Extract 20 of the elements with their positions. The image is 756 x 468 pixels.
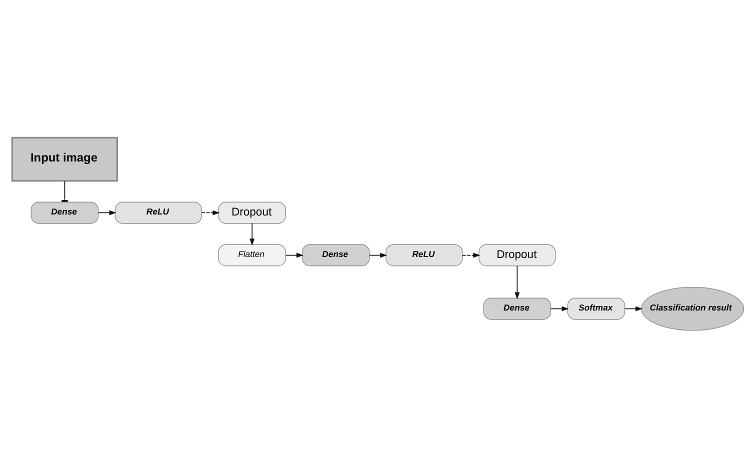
node-box: Dropout (478, 244, 556, 266)
arrow (201, 210, 220, 216)
node-box: Softmax (567, 298, 626, 320)
node-ellipse: Classification result (641, 286, 744, 331)
arrow (514, 266, 520, 300)
arrow (98, 210, 116, 216)
arrow (369, 252, 388, 258)
arrow (250, 222, 255, 246)
node-box: ReLU (114, 202, 202, 224)
node-box: Dense (30, 202, 99, 224)
arrow (285, 252, 304, 258)
arrow (550, 306, 569, 312)
node-box: ReLU (386, 244, 463, 266)
node-box: Dropout (218, 202, 286, 224)
node-box: Input image (11, 136, 118, 182)
node-box: Dense (483, 298, 552, 320)
arrow (462, 252, 480, 258)
node-box: Dense (302, 244, 370, 266)
arrow (624, 306, 643, 312)
node-box: Flatten (218, 244, 286, 266)
